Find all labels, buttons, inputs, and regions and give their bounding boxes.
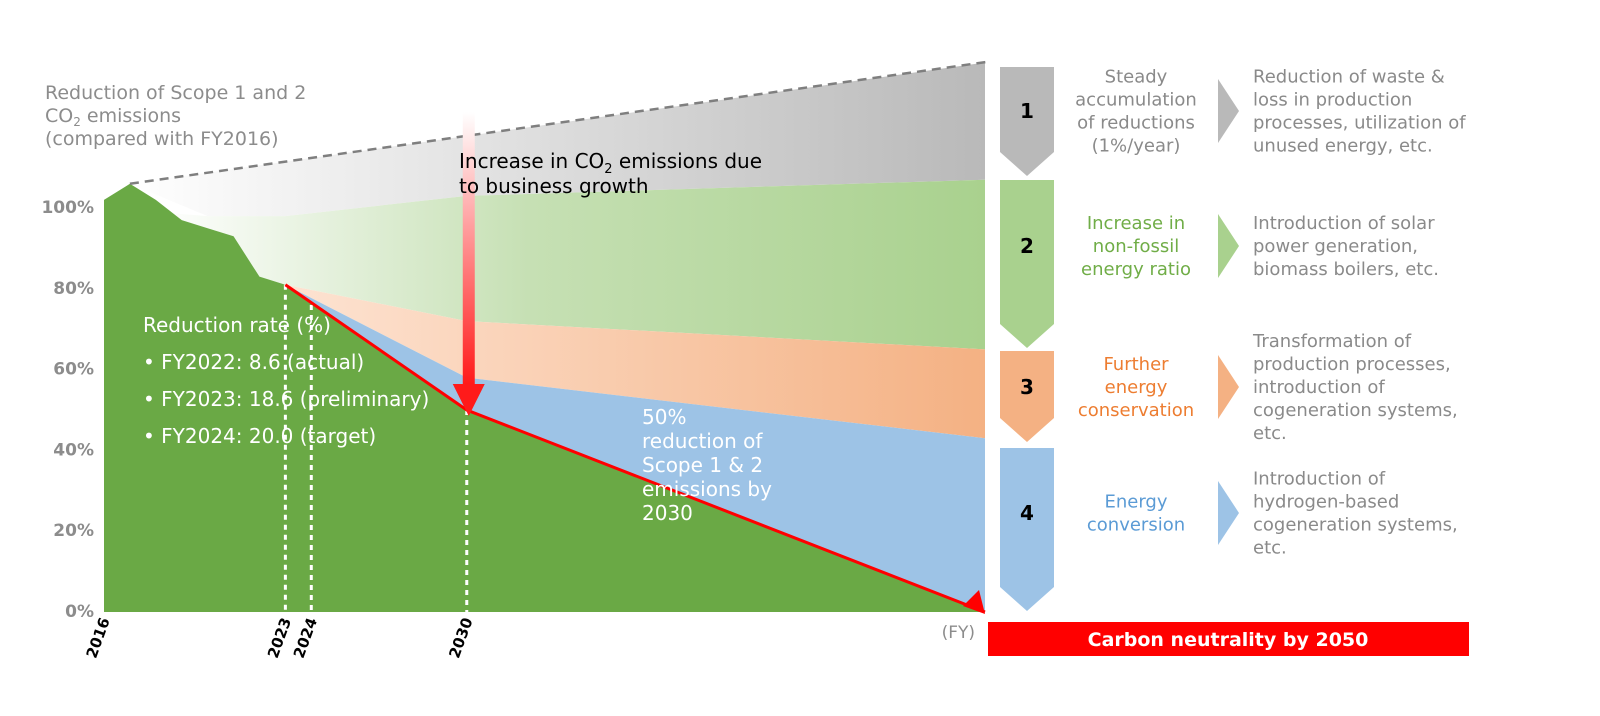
measure-shape-2 [1000, 180, 1054, 348]
reduction-rate-item: • FY2024: 20.0 (target) [143, 424, 376, 448]
measure-description-1: unused energy, etc. [1253, 136, 1433, 157]
target-2030-label: 50% [642, 405, 686, 429]
measure-description-2: biomass boilers, etc. [1253, 259, 1439, 280]
target-2030-label: emissions by [642, 477, 772, 501]
measure-shape-1 [1000, 67, 1054, 176]
y-tick-label: 40% [53, 440, 94, 460]
measure-label-1: of reductions [1077, 113, 1195, 134]
reduction-rate-item: • FY2023: 18.6 (preliminary) [143, 387, 429, 411]
measure-label-3: energy [1105, 377, 1168, 398]
measure-description-2: power generation, [1253, 236, 1418, 257]
measure-chevron-icon [1218, 214, 1239, 278]
measure-label-2: Increase in [1087, 213, 1185, 234]
measure-label-1: Steady [1105, 67, 1168, 88]
y-tick-label: 0% [65, 602, 94, 622]
carbon-neutrality-label: Carbon neutrality by 2050 [1088, 629, 1369, 651]
target-2030-label: reduction of [642, 429, 763, 453]
y-tick-label: 60% [53, 360, 94, 380]
measure-description-1: loss in production [1253, 90, 1412, 111]
reduction-rate-item: • FY2022: 8.6 (actual) [143, 350, 364, 374]
band-non-fossil [155, 179, 985, 350]
measure-description-3: production processes, [1253, 354, 1451, 375]
measure-number-3: 3 [1020, 375, 1034, 399]
measure-shape-3 [1000, 351, 1054, 442]
measure-label-1: accumulation [1075, 90, 1197, 111]
measure-label-3: conservation [1078, 400, 1194, 421]
actual-emissions-area [104, 183, 985, 612]
band-energy-conversion [285, 284, 986, 612]
measure-label-3: Further [1103, 354, 1169, 375]
y-tick-label: 80% [53, 279, 94, 299]
measure-number-1: 1 [1020, 99, 1034, 123]
measure-chevron-icon [1218, 79, 1239, 143]
measure-description-2: Introduction of solar [1253, 213, 1435, 234]
reduction-rate-heading: Reduction rate (%) [143, 313, 331, 337]
measure-number-4: 4 [1020, 501, 1034, 525]
band-steady-accumulation [129, 62, 986, 217]
measure-number-2: 2 [1020, 234, 1034, 258]
target-2030-label: Scope 1 & 2 [642, 453, 763, 477]
measure-description-3: cogeneration systems, [1253, 400, 1458, 421]
measure-label-4: Energy [1104, 492, 1167, 513]
x-tick-label: 2016 [83, 615, 114, 660]
band-energy-conservation [285, 284, 986, 439]
measure-description-3: introduction of [1253, 377, 1385, 398]
y-tick-label: 100% [41, 198, 94, 218]
growth-label-line-1: Increase in CO2 emissions due [459, 149, 762, 177]
target-2030-label: 2030 [642, 501, 693, 525]
reduction-arrowhead [963, 590, 985, 614]
chart-title-line-1: Reduction of Scope 1 and 2 [45, 82, 306, 104]
y-tick-label: 20% [53, 521, 94, 541]
measure-description-1: processes, utilization of [1253, 113, 1466, 134]
growth-offset-arrow-head [452, 384, 485, 416]
carbon-neutrality-banner [988, 622, 1469, 656]
measure-description-3: etc. [1253, 423, 1287, 444]
measure-shape-4 [1000, 448, 1054, 611]
measure-label-2: energy ratio [1081, 259, 1191, 280]
x-tick-label: 2030 [445, 615, 476, 660]
chart-title-line-2: CO2 emissions [45, 105, 181, 129]
measure-description-4: Introduction of [1253, 469, 1386, 490]
growth-label-line-2: to business growth [459, 174, 649, 198]
measure-description-4: etc. [1253, 538, 1287, 559]
measure-description-4: cogeneration systems, [1253, 515, 1458, 536]
measure-description-1: Reduction of waste & [1253, 67, 1445, 88]
bau-dashed-line [129, 60, 990, 185]
measure-label-4: conversion [1087, 515, 1185, 536]
measure-chevron-icon [1218, 481, 1239, 545]
measure-label-1: (1%/year) [1092, 136, 1181, 157]
chart-title-line-3: (compared with FY2016) [45, 128, 279, 150]
measure-label-2: non-fossil [1093, 236, 1179, 257]
x-axis-unit: (FY) [942, 623, 975, 643]
measure-chevron-icon [1218, 355, 1239, 419]
measure-description-4: hydrogen-based [1253, 492, 1399, 513]
growth-offset-arrow-shaft [462, 112, 475, 384]
measure-description-3: Transformation of [1252, 331, 1412, 352]
